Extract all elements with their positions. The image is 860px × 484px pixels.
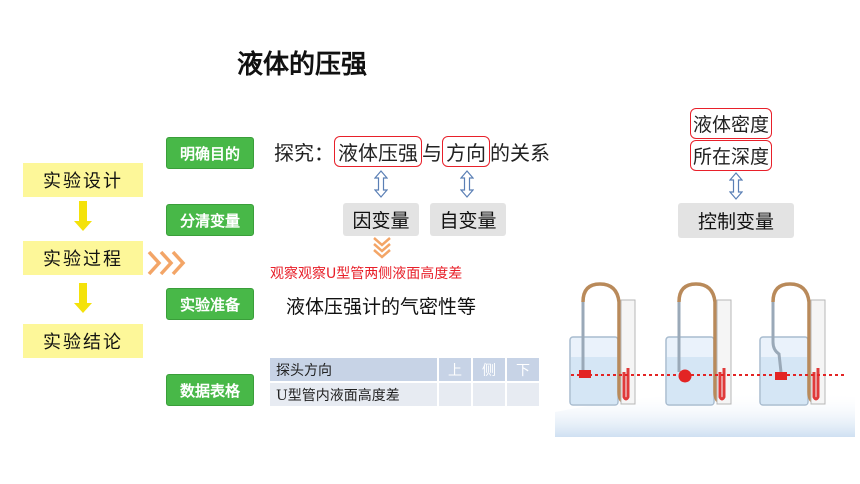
purpose-suffix: 的关系	[490, 141, 550, 165]
purpose-line: 探究： 液体压强 与 方向 的关系	[274, 136, 550, 167]
label-prep: 实验准备	[166, 288, 254, 320]
control-item-density: 液体密度	[690, 108, 773, 139]
purpose-term-direction: 方向	[442, 136, 490, 167]
table-row: U型管内液面高度差	[268, 381, 541, 408]
label-table: 数据表格	[166, 374, 254, 406]
observe-note: 观察观察U型管两侧液面高度差	[270, 266, 463, 282]
purpose-term-pressure: 液体压强	[334, 136, 422, 167]
up-down-arrow-icon	[729, 172, 743, 200]
arrow-down-icon	[74, 283, 92, 313]
arrow-down-icon	[74, 201, 92, 231]
chevron-down-icon	[373, 237, 391, 259]
purpose-joiner: 与	[422, 141, 442, 165]
up-down-arrow-icon	[460, 170, 474, 198]
step-design: 实验设计	[23, 163, 143, 197]
controlled-variable: 控制变量	[678, 203, 794, 238]
table-cell-side: 侧	[471, 356, 507, 383]
table-cell-header: U型管内液面高度差	[268, 381, 439, 408]
prep-text: 液体压强计的气密性等	[286, 296, 477, 318]
data-table: 探头方向 上 侧 下 U型管内液面高度差	[268, 356, 541, 408]
table-cell	[471, 381, 507, 408]
step-conclusion: 实验结论	[23, 324, 143, 358]
label-purpose: 明确目的	[166, 137, 254, 169]
step-process: 实验过程	[23, 241, 143, 275]
label-variables: 分清变量	[166, 204, 254, 236]
table-cell	[505, 381, 541, 408]
page-title: 液体的压强	[237, 50, 368, 80]
table-cell	[437, 381, 473, 408]
control-item-depth: 所在深度	[690, 140, 773, 171]
pressure-gauge-illustration	[555, 282, 855, 437]
dependent-variable: 因变量	[343, 203, 419, 236]
up-down-arrow-icon	[374, 170, 388, 198]
apparatus-3	[759, 282, 826, 406]
table-cell-header: 探头方向	[268, 356, 439, 383]
table-cell-up: 上	[437, 356, 473, 383]
apparatus-1	[569, 282, 636, 406]
chevron-right-icon	[147, 250, 186, 276]
table-cell-down: 下	[505, 356, 541, 383]
table-row: 探头方向 上 侧 下	[268, 356, 541, 383]
purpose-prefix: 探究：	[274, 141, 334, 165]
apparatus-2	[665, 282, 732, 406]
independent-variable: 自变量	[430, 203, 506, 236]
